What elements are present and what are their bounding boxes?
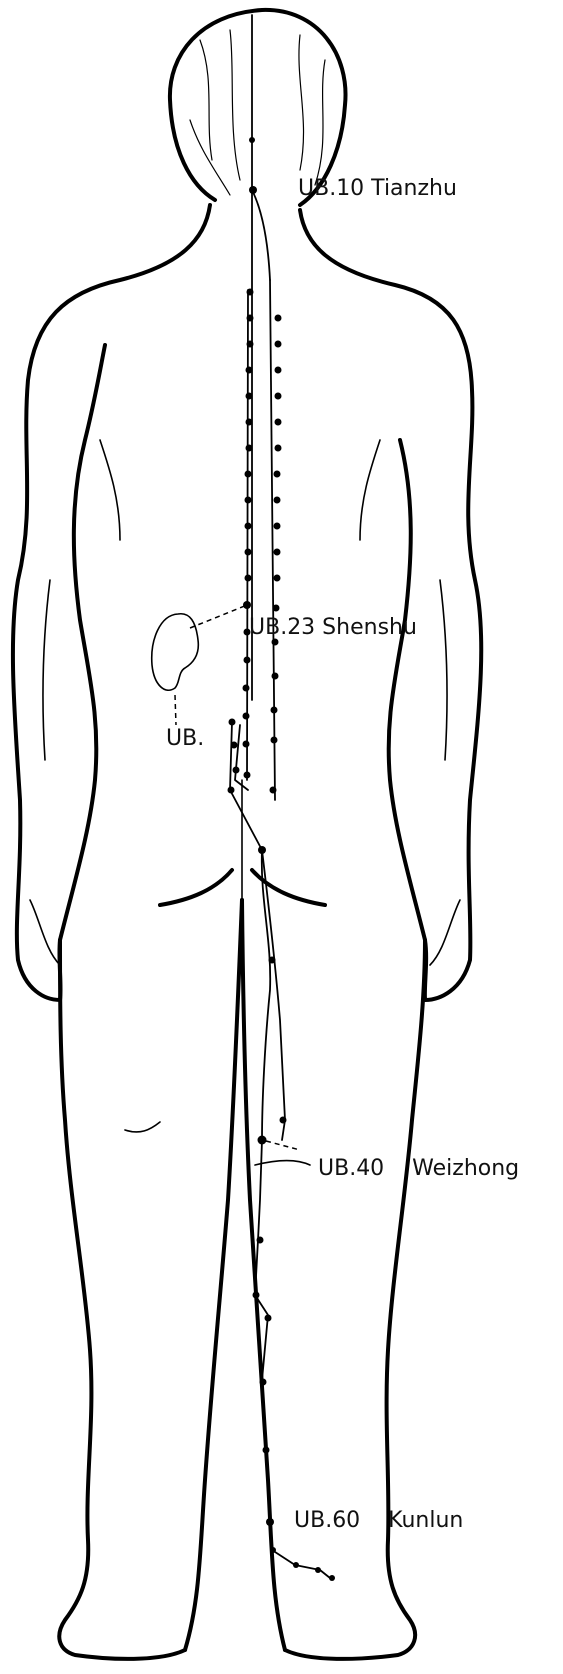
label-ub: UB. (166, 728, 204, 750)
label-ub40-weizhong: UB.40 Weizhong (318, 1158, 519, 1180)
body-outline (13, 10, 481, 1659)
label-ub60-kunlun: UB.60 Kunlun (294, 1510, 463, 1532)
acupoint-ub40 (258, 1136, 267, 1145)
kidney-shape (152, 614, 199, 690)
ub40-pointer-line (266, 1141, 300, 1150)
kidney-pointer-line (190, 605, 247, 628)
label-ub10-tianzhu: UB.10 Tianzhu (298, 178, 457, 200)
acupoint-ub60 (266, 1518, 274, 1526)
acupoints (228, 137, 336, 1581)
acupoint-ub23 (243, 601, 251, 609)
bladder-meridian (230, 15, 330, 1578)
acupoint-column-inner (243, 137, 256, 779)
ub-pointer-line (175, 695, 176, 725)
label-ub23-shenshu: UB.23 Shenshu (249, 617, 417, 639)
acupoint-leg (253, 846, 336, 1581)
acupoint-ub10 (249, 186, 257, 194)
